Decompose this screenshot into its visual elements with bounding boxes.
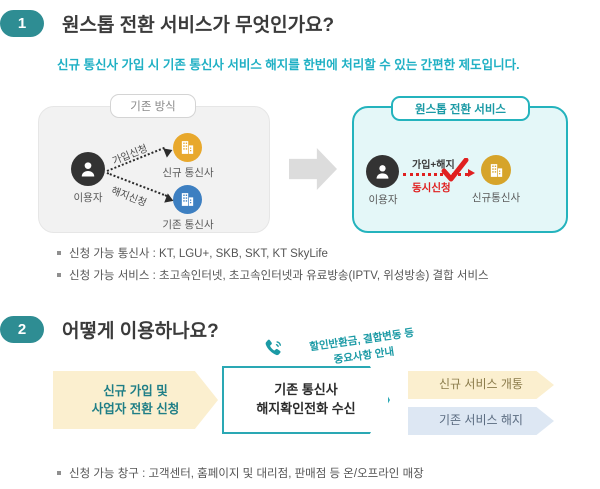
user-avatar-old — [71, 152, 105, 186]
section-2-badge: 2 — [0, 316, 44, 343]
flow-result-1: 신규 서비스 개통 — [408, 371, 554, 399]
old-method-tab: 기존 방식 — [110, 94, 196, 118]
section-1-badge: 1 — [0, 10, 44, 37]
bullet-text: 신청 가능 창구 : 고객센터, 홈페이지 및 대리점, 판매점 등 온/오프라… — [69, 468, 424, 480]
new-telco-icon-new — [481, 155, 511, 185]
bullet-item: 신청 가능 통신사 : KT, LGU+, SKB, SKT, KT SkyLi… — [57, 245, 328, 261]
new-telco-icon-old — [173, 133, 202, 162]
new-telco-label-old: 신규 통신사 — [162, 167, 214, 179]
bullet-item: 신청 가능 서비스 : 초고속인터넷, 초고속인터넷과 유료방송(IPTV, 위… — [57, 267, 489, 283]
new-telco-label-new: 신규통신사 — [471, 192, 521, 204]
phone-icon — [262, 337, 284, 364]
bullet-item: 신청 가능 창구 : 고객센터, 홈페이지 및 대리점, 판매점 등 온/오프라… — [57, 465, 424, 481]
user-label-old: 이용자 — [73, 192, 103, 204]
bullet-text: 신청 가능 통신사 : KT, LGU+, SKB, SKT, KT SkyLi… — [69, 248, 328, 260]
bullet-dot-icon — [57, 251, 61, 255]
section-1-title: 원스톱 전환 서비스가 무엇인가요? — [62, 15, 335, 36]
flow-step-1: 신규 가입 및 사업자 전환 신청 — [53, 371, 218, 429]
flow-result-2: 기존 서비스 해지 — [408, 407, 554, 435]
flow-step-2: 기존 통신사 해지확인전화 수신 — [222, 366, 390, 434]
bullet-text: 신청 가능 서비스 : 초고속인터넷, 초고속인터넷과 유료방송(IPTV, 위… — [69, 270, 489, 282]
section-1-header: 1 원스톱 전환 서비스가 무엇인가요? — [0, 10, 335, 37]
existing-telco-icon-old — [173, 185, 202, 214]
section-2-header: 2 어떻게 이용하나요? — [0, 316, 219, 343]
section-1-subtitle: 신규 통신사 가입 시 기존 통신사 서비스 해지를 한번에 처리할 수 있는 … — [57, 58, 520, 72]
user-label-new: 이용자 — [368, 194, 398, 206]
existing-telco-label-old: 기존 통신사 — [162, 219, 214, 231]
flow-arrow-simultaneous — [468, 169, 475, 177]
section-2-title: 어떻게 이용하나요? — [62, 321, 219, 342]
flow-line-simultaneous — [403, 173, 468, 176]
bullet-dot-icon — [57, 273, 61, 277]
flow-label-simultaneous: 동시신청 — [412, 182, 451, 194]
new-service-tab: 원스톱 전환 서비스 — [391, 96, 530, 121]
user-avatar-new — [366, 155, 399, 188]
check-icon — [441, 157, 469, 189]
transition-arrow-icon — [289, 148, 337, 190]
flow-label-signup-cancel: 가입+해지 — [412, 160, 455, 171]
bullet-dot-icon — [57, 471, 61, 475]
